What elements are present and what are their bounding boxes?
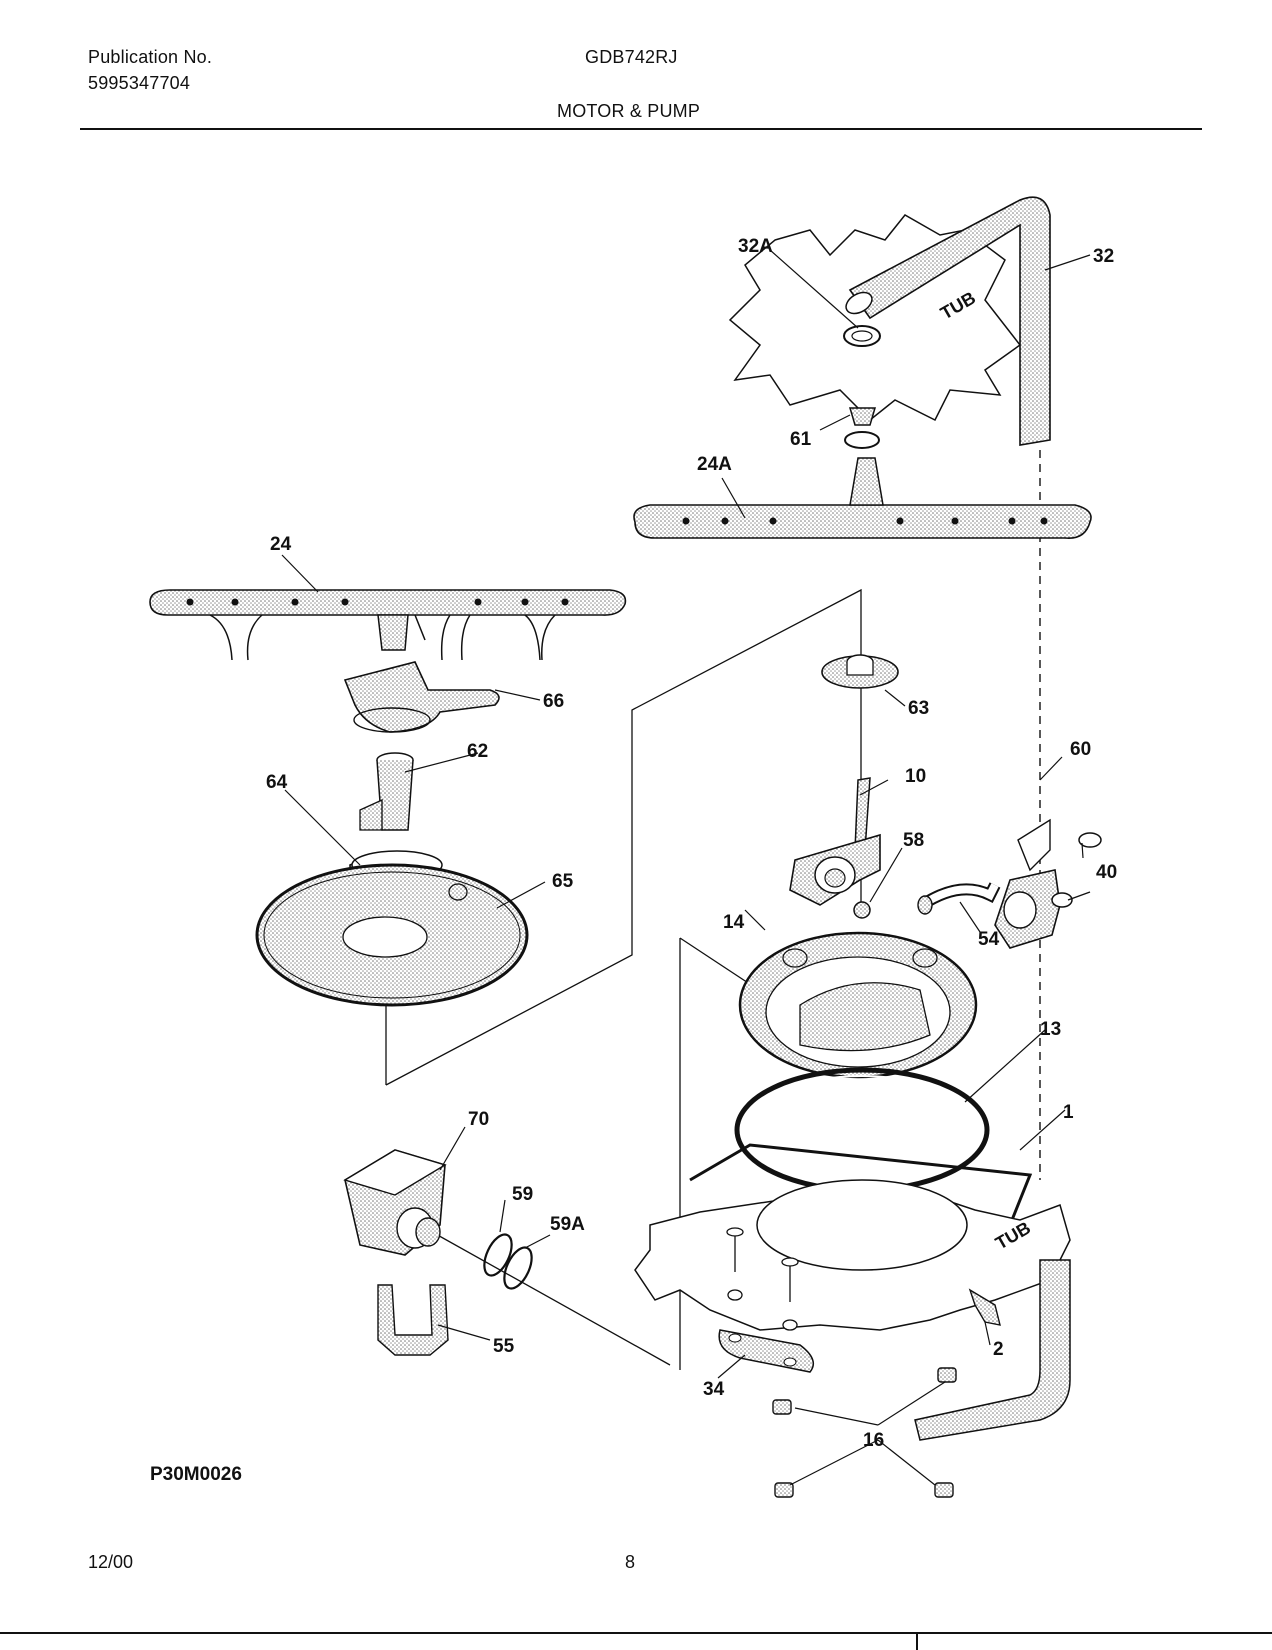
header-rule <box>80 128 1202 130</box>
clip-part-40 <box>1051 832 1102 908</box>
page-number: 8 <box>625 1552 636 1572</box>
label-1: 1 <box>1063 1102 1074 1123</box>
support-part-62 <box>359 752 414 831</box>
label-62: 62 <box>467 741 488 762</box>
feet-part-16 <box>772 1367 957 1498</box>
label-65: 65 <box>552 871 574 892</box>
publication-number: 5995347704 <box>88 73 191 93</box>
part-number-labels: 32A 32 61 24A 24 66 62 64 65 63 10 60 58… <box>266 236 1117 1451</box>
exploded-parts-diagram: TUB <box>149 196 1117 1498</box>
mounting-bracket-part-55 <box>377 1284 449 1356</box>
hose-part-54 <box>917 882 1001 915</box>
model-number: GDB742RJ <box>585 47 678 67</box>
footer-rule <box>0 1632 1272 1634</box>
label-24: 24 <box>270 534 292 555</box>
label-66: 66 <box>543 691 564 712</box>
publication-label: Publication No. <box>88 47 213 67</box>
label-55: 55 <box>493 1336 515 1357</box>
seal-ring-part-32a <box>843 325 881 347</box>
label-59a: 59A <box>550 1214 585 1235</box>
chopper-part-66 <box>343 661 500 733</box>
upper-spray-arm-part-24a <box>633 457 1092 539</box>
section-title: MOTOR & PUMP <box>557 101 701 121</box>
nut-part-61 <box>844 407 880 449</box>
label-24a: 24A <box>697 454 732 475</box>
label-32: 32 <box>1093 246 1114 267</box>
pump-housing-part-14 <box>738 931 978 1079</box>
cap-part-63 <box>821 654 899 689</box>
ball-part-58 <box>853 901 871 919</box>
label-13: 13 <box>1040 1019 1061 1040</box>
motor-part-70 <box>343 1149 447 1256</box>
label-14: 14 <box>723 912 745 933</box>
bracket-part-2 <box>968 1288 1001 1326</box>
label-16: 16 <box>863 1430 884 1451</box>
filter-screen-part-65 <box>255 863 529 1007</box>
leader-lines <box>281 249 1091 1486</box>
label-59: 59 <box>512 1184 533 1205</box>
figure-id: P30M0026 <box>150 1464 242 1485</box>
label-2: 2 <box>993 1339 1004 1360</box>
label-32a: 32A <box>738 236 773 257</box>
screws <box>726 1227 799 1331</box>
seal-part-1 <box>689 1143 1033 1251</box>
o-rings-part-59 <box>483 1233 533 1290</box>
label-40: 40 <box>1096 862 1117 883</box>
label-70: 70 <box>468 1109 489 1130</box>
manifold-part-10 <box>789 777 881 906</box>
label-63: 63 <box>908 698 929 719</box>
label-10: 10 <box>905 766 926 787</box>
label-64: 64 <box>266 772 288 793</box>
plate-part-34 <box>718 1329 815 1373</box>
tub-fragment-bottom: TUB <box>634 1179 1071 1441</box>
label-60: 60 <box>1070 739 1091 760</box>
gasket-part-13 <box>734 1067 990 1193</box>
publication-date: 12/00 <box>88 1552 134 1572</box>
label-61: 61 <box>790 429 812 450</box>
lower-spray-arm-part-24 <box>149 589 627 661</box>
label-54: 54 <box>978 929 1000 950</box>
label-58: 58 <box>903 830 924 851</box>
footer-rule-tick <box>916 1632 918 1650</box>
label-34: 34 <box>703 1379 725 1400</box>
fill-tube-part-32 <box>845 196 1051 446</box>
inlet-valve-part-60 <box>994 818 1061 949</box>
